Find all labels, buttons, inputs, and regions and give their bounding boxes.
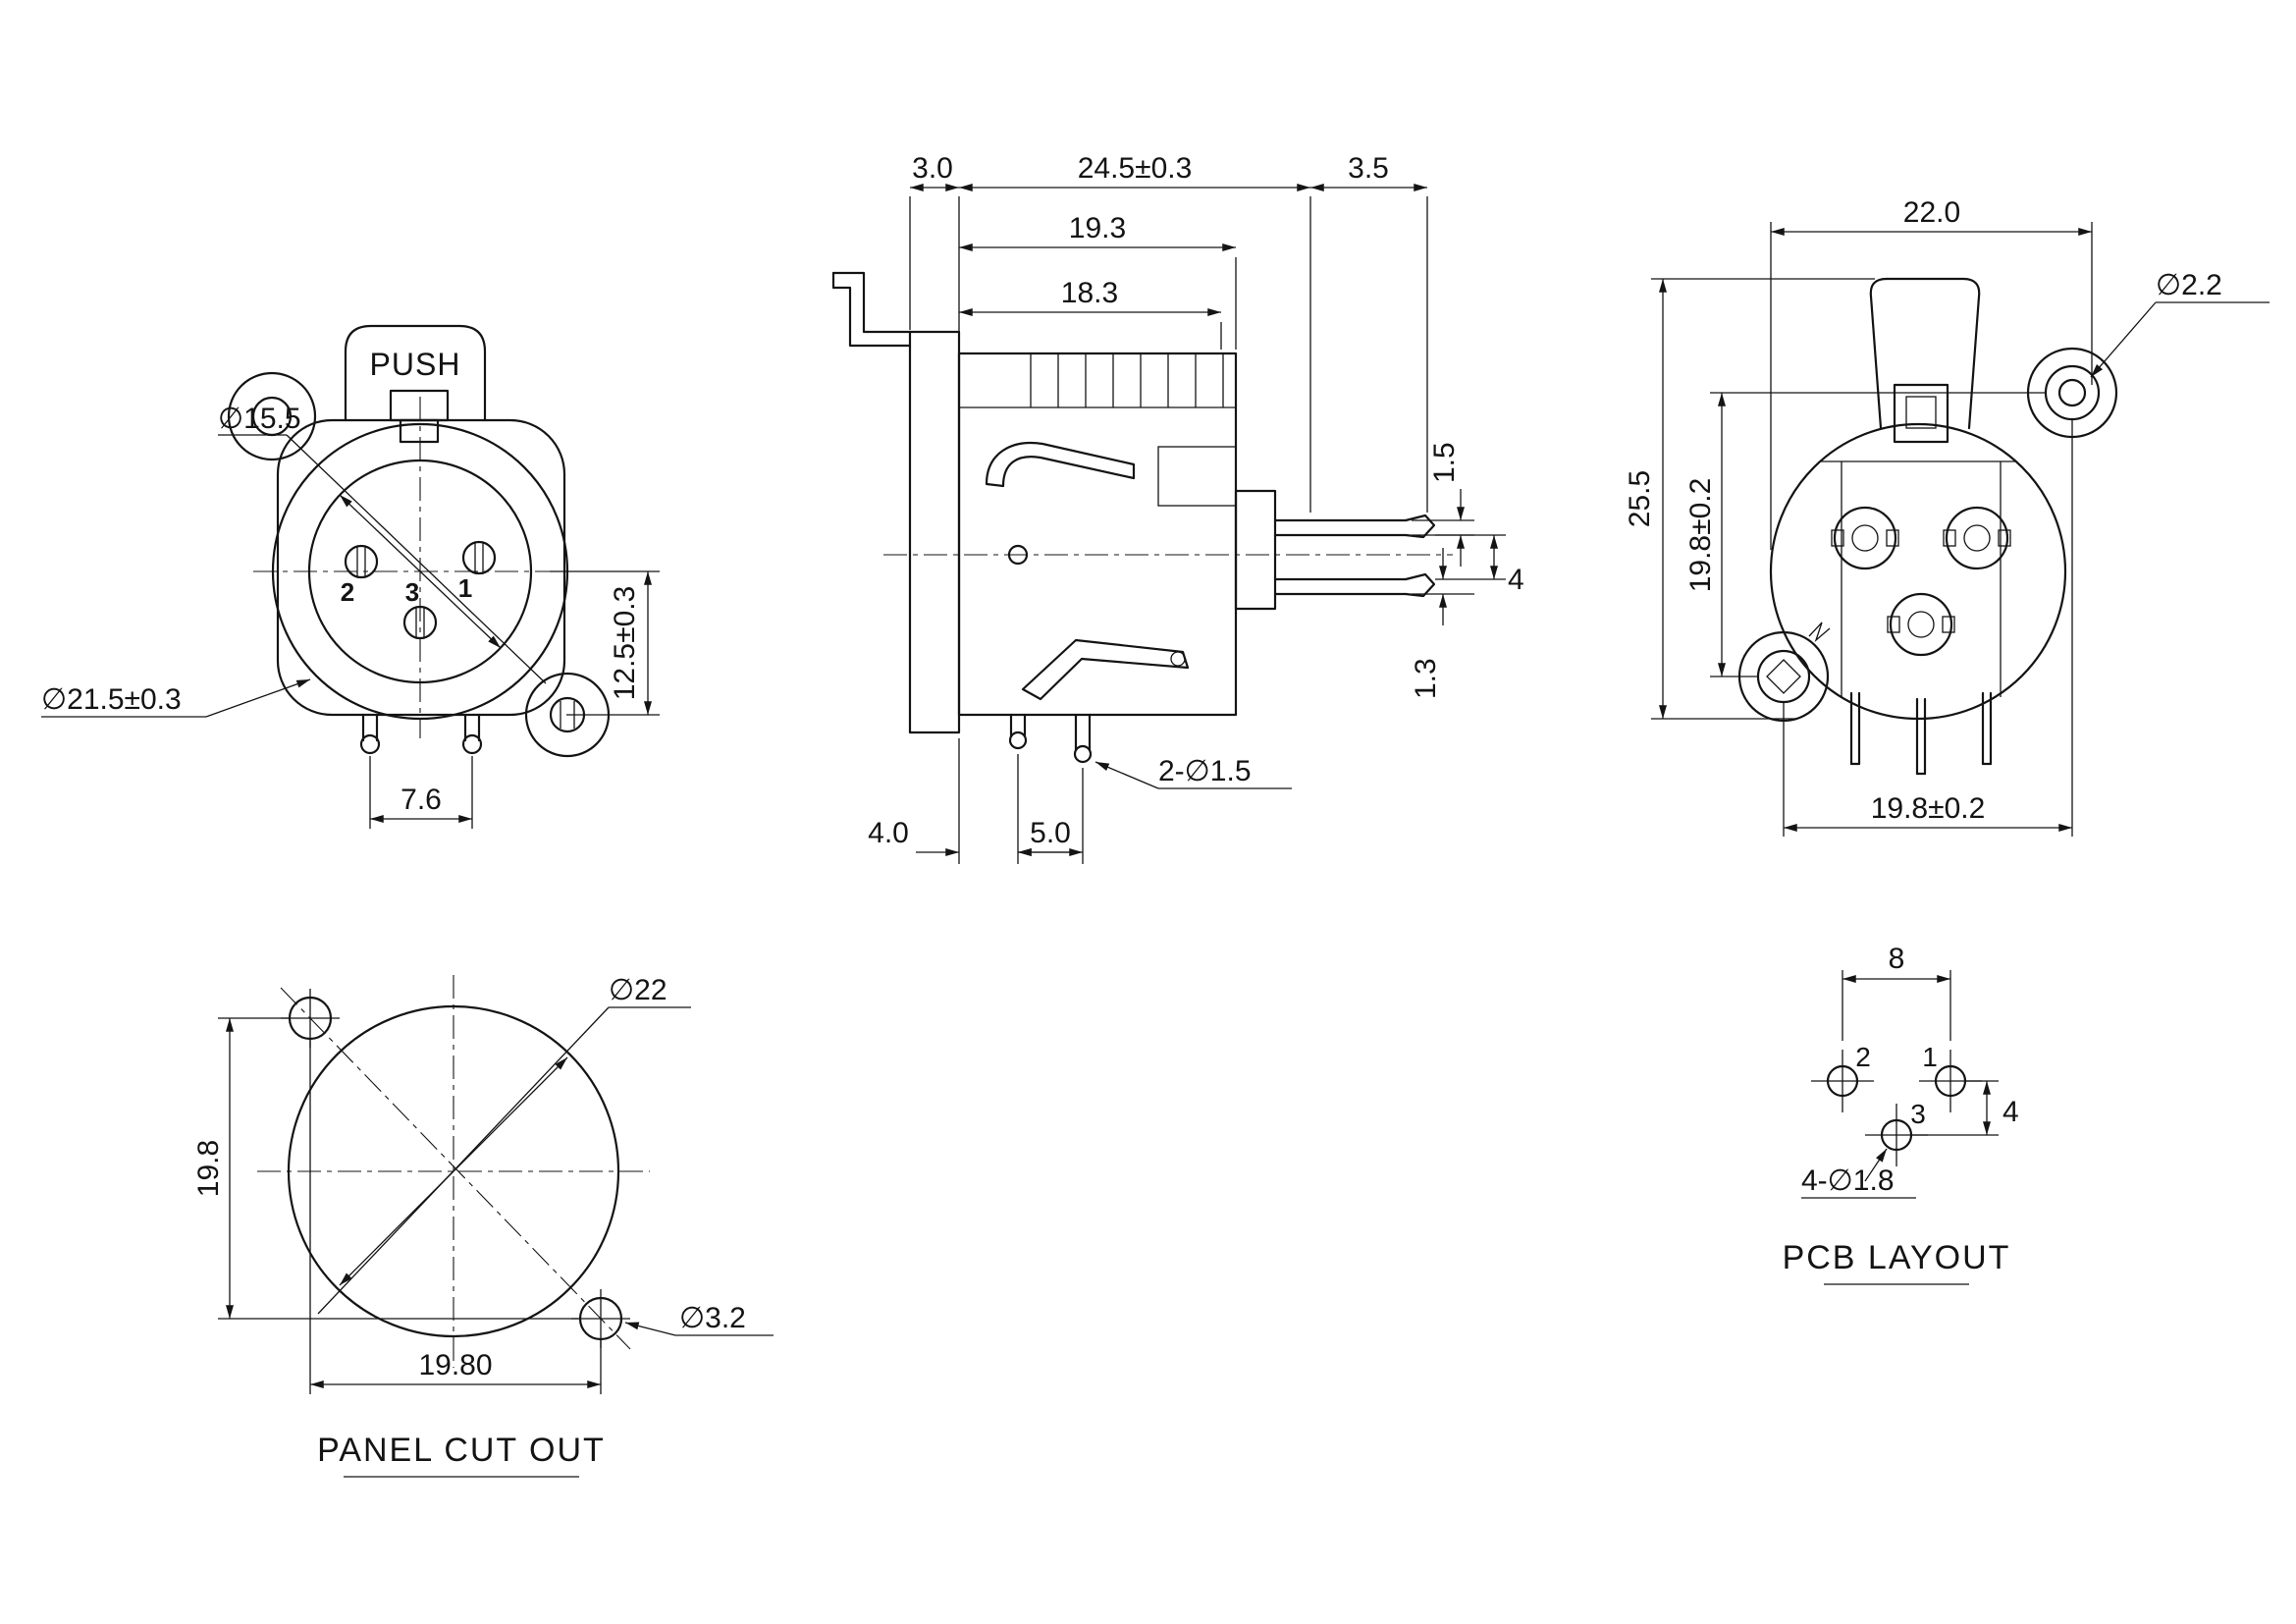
side-dim-body-depth: 19.3: [959, 212, 1237, 350]
side-latch-lever: [1021, 638, 1190, 701]
front-view: 2 3 1 PUSH ∅15.5 ∅21.5±0.3 12.5±0.3: [41, 324, 660, 829]
front-ear-top-left: [227, 371, 317, 461]
pcb-dim-pitch-v: 4: [1911, 1080, 2019, 1136]
side-dim-top-row: 3.0 24.5±0.3 3.5: [909, 152, 1428, 513]
side-dim-leg-pitch: 5.0: [1030, 817, 1071, 849]
svg-text:18.3: 18.3: [1061, 277, 1118, 309]
side-dim-inner-depth: 18.3: [959, 277, 1222, 350]
side-view: 3.0 24.5±0.3 3.5 19.3 18.3 1.5 4: [831, 152, 1524, 864]
pcb-dim-pitch-h: 8: [1842, 943, 1951, 1041]
front-dim-pin-pitch: 7.6: [369, 756, 473, 829]
svg-text:∅21.5±0.3: ∅21.5±0.3: [41, 683, 182, 716]
side-dim-overall: 24.5±0.3: [1078, 152, 1193, 185]
panel-cutout-view: ∅22 ∅3.2 19.8 19.80 PANEL CUT OUT: [192, 974, 774, 1478]
svg-text:∅2.2: ∅2.2: [2156, 269, 2222, 301]
svg-text:19.8±0.2: 19.8±0.2: [1684, 478, 1717, 593]
front-insert-circle: [307, 459, 533, 684]
pcb-pin-2-label: 2: [1855, 1042, 1871, 1072]
pcb-layout-view: 2 1 3 8 4 4-∅1.8 PCB LAYOUT: [1783, 943, 2019, 1285]
side-terminal-upper: [1273, 514, 1436, 539]
side-pivot: [1007, 544, 1029, 566]
svg-text:4-∅1.8: 4-∅1.8: [1801, 1164, 1895, 1197]
svg-text:8: 8: [1889, 943, 1905, 975]
front-contact-1: [461, 540, 497, 575]
front-dim-insert-dia: ∅15.5: [218, 403, 547, 684]
svg-text:∅22: ∅22: [609, 974, 667, 1006]
svg-text:19.8±0.2: 19.8±0.2: [1871, 792, 1986, 825]
front-push-label: PUSH: [370, 347, 461, 382]
side-dim-legs: 2-∅1.5: [1095, 755, 1292, 789]
svg-text:7.6: 7.6: [400, 784, 442, 816]
pcb-dim-holes: 4-∅1.8: [1801, 1148, 1916, 1199]
rear-pins: [1849, 691, 1993, 776]
rear-contact-right: [1943, 506, 2011, 570]
side-dim-terminal-upper: 1.5: [1412, 442, 1474, 567]
side-dim-leg-offset: 4.0: [868, 817, 909, 849]
side-dim-tip: 3.5: [1348, 152, 1389, 185]
cutout-dim-screw-hole: ∅3.2: [624, 1302, 774, 1336]
pcb-layout-title: PCB LAYOUT: [1783, 1239, 2011, 1276]
side-dim-terminal-gap: 4: [1435, 534, 1524, 596]
svg-text:19.8: 19.8: [192, 1140, 225, 1197]
rear-view: 22.0 ∅2.2 25.5 19.8±0.2 19.8±0.2: [1624, 196, 2269, 837]
rear-dim-width: 22.0: [1770, 196, 2093, 550]
side-terminal-lower: [1273, 572, 1436, 598]
rear-dim-mount-hole: ∅2.2: [2090, 269, 2269, 378]
svg-text:19.80: 19.80: [418, 1349, 492, 1381]
svg-text:∅3.2: ∅3.2: [679, 1302, 746, 1334]
front-body: [227, 324, 611, 758]
front-pin-2-label: 2: [341, 577, 354, 607]
side-dim-leg-offsets: 4.0 5.0: [868, 738, 1084, 864]
front-push-tab: [344, 324, 487, 422]
side-dim-terminal-lower: 1.3: [1410, 548, 1474, 699]
pcb-pin-3-label: 3: [1910, 1099, 1926, 1129]
front-dim-barrel-dia: ∅21.5±0.3: [41, 678, 311, 718]
svg-text:22.0: 22.0: [1903, 196, 1960, 229]
svg-text:1.3: 1.3: [1410, 658, 1442, 699]
rear-dim-hole-span-h: 19.8±0.2: [1783, 420, 2073, 837]
cutout-dim-span-h: 19.80: [309, 1039, 602, 1394]
svg-text:4: 4: [1508, 564, 1524, 596]
rear-dim-hole-span-v: 19.8±0.2: [1684, 392, 2047, 677]
cutout-circle: [287, 1004, 620, 1338]
cutout-dim-dia: ∅22: [317, 974, 691, 1315]
rear-contact-bottom: [1887, 592, 1955, 657]
front-latch: [389, 389, 450, 422]
front-pin-3-label: 3: [405, 577, 419, 607]
side-flange: [908, 330, 961, 734]
front-contact-2: [344, 544, 379, 579]
svg-text:1.5: 1.5: [1428, 442, 1461, 483]
svg-text:25.5: 25.5: [1624, 470, 1656, 527]
panel-cutout-title: PANEL CUT OUT: [317, 1432, 606, 1469]
side-terminal-block: [1234, 489, 1277, 611]
pcb-pin-1-label: 1: [1922, 1042, 1938, 1072]
front-pin-1-label: 1: [458, 573, 472, 603]
rear-shell-circle: [1769, 422, 2067, 721]
side-pcb-legs: [1008, 713, 1093, 764]
rear-body: [1737, 277, 2118, 776]
side-dim-flange: 3.0: [912, 152, 953, 185]
svg-text:∅15.5: ∅15.5: [218, 403, 301, 435]
rear-dim-overall-height: 25.5: [1624, 278, 1875, 720]
side-spring: [985, 441, 1136, 488]
svg-text:19.3: 19.3: [1069, 212, 1126, 244]
rear-latch-tab: [1869, 277, 1981, 430]
side-body: [831, 271, 1436, 764]
pcb-hole-2: [1811, 1050, 1874, 1112]
rear-mount-hole: [2057, 378, 2087, 407]
front-terminal-legs: [359, 713, 483, 755]
svg-text:2-∅1.5: 2-∅1.5: [1158, 755, 1252, 787]
front-contact-3: [402, 605, 438, 640]
svg-text:12.5±0.3: 12.5±0.3: [609, 586, 641, 701]
rear-contact-left: [1831, 506, 1899, 570]
cutout-dim-span-v: 19.8: [192, 1017, 579, 1320]
front-dim-height: 12.5±0.3: [550, 570, 660, 716]
svg-text:4: 4: [2002, 1096, 2019, 1128]
